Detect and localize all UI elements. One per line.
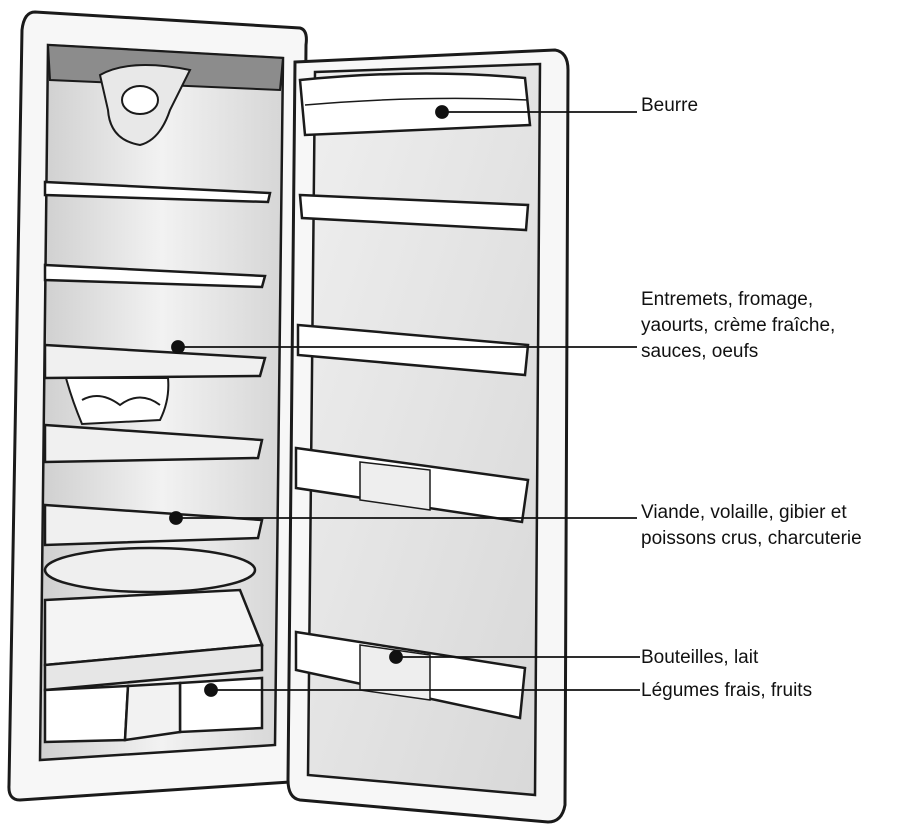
label-bouteilles-line-1: Bouteilles, lait xyxy=(641,647,759,668)
door-bin-2 xyxy=(296,323,530,377)
label-legumes-line-1: Légumes frais, fruits xyxy=(641,680,813,701)
leader-dot-viande xyxy=(169,511,183,525)
butter-compartment xyxy=(298,72,532,137)
light-fixture xyxy=(98,64,192,147)
crisper-drawers xyxy=(43,546,264,744)
label-entremets: Entremets, fromage, yaourts, crème fraîc… xyxy=(641,287,835,365)
leader-dot-entremets xyxy=(171,340,185,354)
leader-dot-legumes xyxy=(204,683,218,697)
label-entremets-line-2: yaourts, crème fraîche, xyxy=(641,315,836,336)
fridge-door xyxy=(286,48,570,824)
shelf-3 xyxy=(43,343,267,380)
shelf-1 xyxy=(43,180,272,204)
leader-dot-beurre xyxy=(435,105,449,119)
shelf-4 xyxy=(43,423,264,464)
label-beurre: Beurre xyxy=(641,93,698,119)
egg-tray xyxy=(64,377,170,426)
label-beurre-line-1: Beurre xyxy=(641,95,699,116)
shelf-5 xyxy=(43,503,264,547)
label-entremets-line-1: Entremets, fromage, xyxy=(641,289,814,310)
label-viande: Viande, volaille, gibier et poissons cru… xyxy=(641,500,862,552)
label-entremets-line-3: sauces, oeufs xyxy=(641,341,759,362)
label-legumes: Légumes frais, fruits xyxy=(641,678,812,704)
label-bouteilles: Bouteilles, lait xyxy=(641,645,758,671)
label-viande-line-1: Viande, volaille, gibier et xyxy=(641,502,847,523)
leader-dot-bouteilles xyxy=(389,650,403,664)
door-bin-1 xyxy=(298,193,530,232)
shelves xyxy=(43,180,272,547)
label-viande-line-2: poissons crus, charcuterie xyxy=(641,528,862,549)
leader-lines xyxy=(169,105,640,697)
shelf-2 xyxy=(43,263,267,289)
door-bins xyxy=(294,72,532,720)
